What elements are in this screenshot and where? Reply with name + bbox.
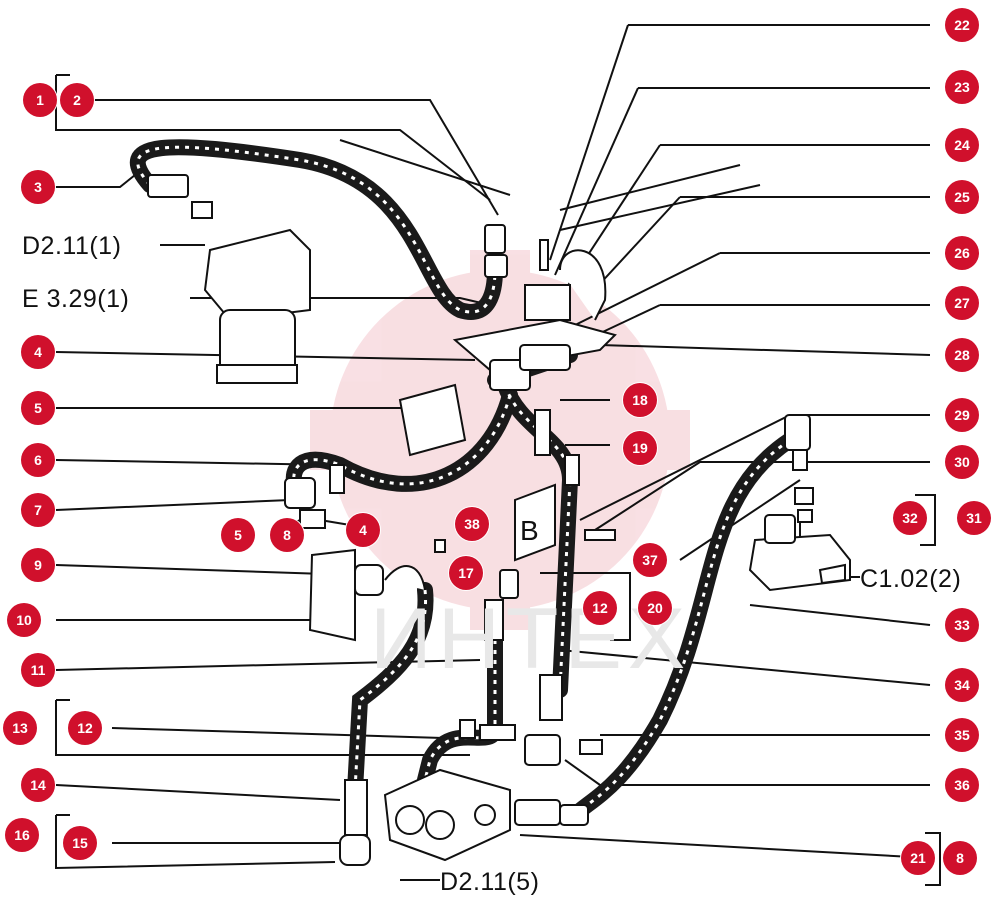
callout-34: 34 <box>945 668 979 702</box>
ref-e329-1: E 3.29(1) <box>22 285 130 313</box>
callout-5-b: 5 <box>221 518 255 552</box>
callout-4-b: 4 <box>346 513 380 547</box>
callout-37: 37 <box>633 543 667 577</box>
callout-16: 16 <box>5 818 39 852</box>
callout-15: 15 <box>63 826 97 860</box>
ref-c102-2: C1.02(2) <box>860 565 962 593</box>
callout-13: 13 <box>3 711 37 745</box>
callout-18: 18 <box>623 383 657 417</box>
callout-14: 14 <box>21 768 55 802</box>
callout-28: 28 <box>945 338 979 372</box>
callout-31: 31 <box>957 501 991 535</box>
callout-35: 35 <box>945 718 979 752</box>
callout-19: 19 <box>623 431 657 465</box>
callout-27: 27 <box>945 286 979 320</box>
callout-24: 24 <box>945 128 979 162</box>
callout-33: 33 <box>945 608 979 642</box>
callout-9: 9 <box>21 548 55 582</box>
ref-d211-5: D2.11(5) <box>440 868 540 896</box>
ref-d211-1: D2.11(1) <box>22 232 122 260</box>
callout-22: 22 <box>945 8 979 42</box>
callout-26: 26 <box>945 236 979 270</box>
callout-3: 3 <box>21 170 55 204</box>
callout-12-b: 12 <box>583 591 617 625</box>
callout-25: 25 <box>945 180 979 214</box>
callout-8: 8 <box>270 518 304 552</box>
callout-1: 1 <box>23 83 57 117</box>
callout-21: 21 <box>901 841 935 875</box>
callout-12: 12 <box>68 711 102 745</box>
watermark-text: ИНТЕХ <box>370 591 692 687</box>
callout-29: 29 <box>945 398 979 432</box>
callout-4: 4 <box>21 335 55 369</box>
callout-20: 20 <box>638 591 672 625</box>
callout-2: 2 <box>60 83 94 117</box>
callout-38: 38 <box>455 507 489 541</box>
callout-32: 32 <box>893 501 927 535</box>
callout-36: 36 <box>945 768 979 802</box>
callout-11: 11 <box>21 653 55 687</box>
callout-23: 23 <box>945 70 979 104</box>
callout-30: 30 <box>945 445 979 479</box>
diagram-mark-b: B <box>520 515 539 546</box>
callout-8-b: 8 <box>943 841 977 875</box>
callout-5: 5 <box>21 391 55 425</box>
callout-17: 17 <box>449 556 483 590</box>
callout-6: 6 <box>21 443 55 477</box>
callout-7: 7 <box>21 493 55 527</box>
callout-10: 10 <box>7 603 41 637</box>
components <box>147 139 851 866</box>
